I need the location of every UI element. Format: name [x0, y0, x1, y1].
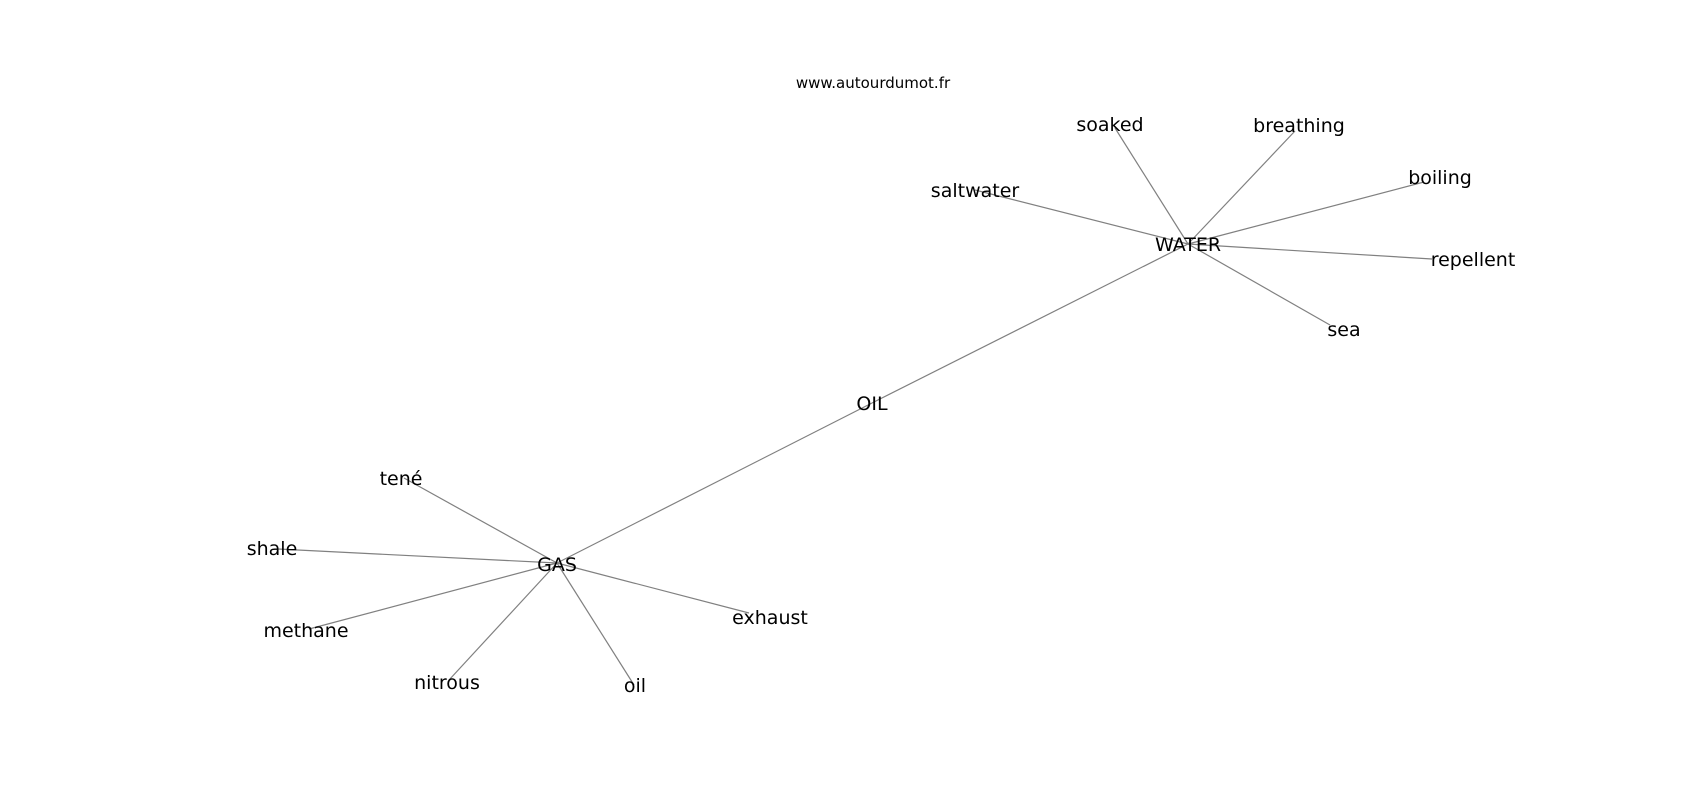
edge-gas-tene — [403, 477, 558, 564]
node-leaf-saltwater: saltwater — [931, 180, 1020, 202]
node-leaf-breathing: breathing — [1253, 115, 1345, 137]
node-center-oil: OIL — [856, 393, 888, 415]
node-leaf-methane: methane — [263, 620, 348, 642]
edge-oil-water — [871, 243, 1189, 404]
edge-gas-methane — [308, 562, 558, 630]
node-hub-gas: GAS — [537, 554, 577, 576]
node-leaf-nitrous: nitrous — [414, 672, 480, 694]
edge-oil-gas — [556, 402, 873, 564]
edge-gas-nitrous — [448, 562, 558, 681]
edge-water-repellent — [1187, 243, 1433, 260]
edge-gas-exhaust — [556, 562, 750, 614]
edge-water-breathing — [1187, 130, 1296, 245]
edge-gas-shale — [277, 548, 558, 564]
edge-gas-oil — [556, 562, 635, 686]
graph-node-labels: OIL WATER soaked breathing boiling saltw… — [247, 114, 1516, 697]
node-leaf-tene: tené — [380, 468, 423, 490]
watermark-text: www.autourdumot.fr — [796, 74, 951, 92]
graph-edges — [277, 127, 1433, 686]
edge-water-sea — [1187, 243, 1331, 326]
node-leaf-sea: sea — [1327, 319, 1360, 341]
node-leaf-soaked: soaked — [1076, 114, 1143, 136]
node-leaf-boiling: boiling — [1408, 167, 1472, 189]
edge-water-boiling — [1187, 181, 1425, 245]
edge-water-soaked — [1114, 127, 1189, 245]
node-leaf-oil: oil — [624, 675, 646, 697]
node-leaf-exhaust: exhaust — [732, 607, 808, 629]
edge-water-saltwater — [974, 189, 1189, 245]
node-leaf-repellent: repellent — [1431, 249, 1516, 271]
node-leaf-shale: shale — [247, 538, 298, 560]
node-hub-water: WATER — [1155, 234, 1221, 256]
